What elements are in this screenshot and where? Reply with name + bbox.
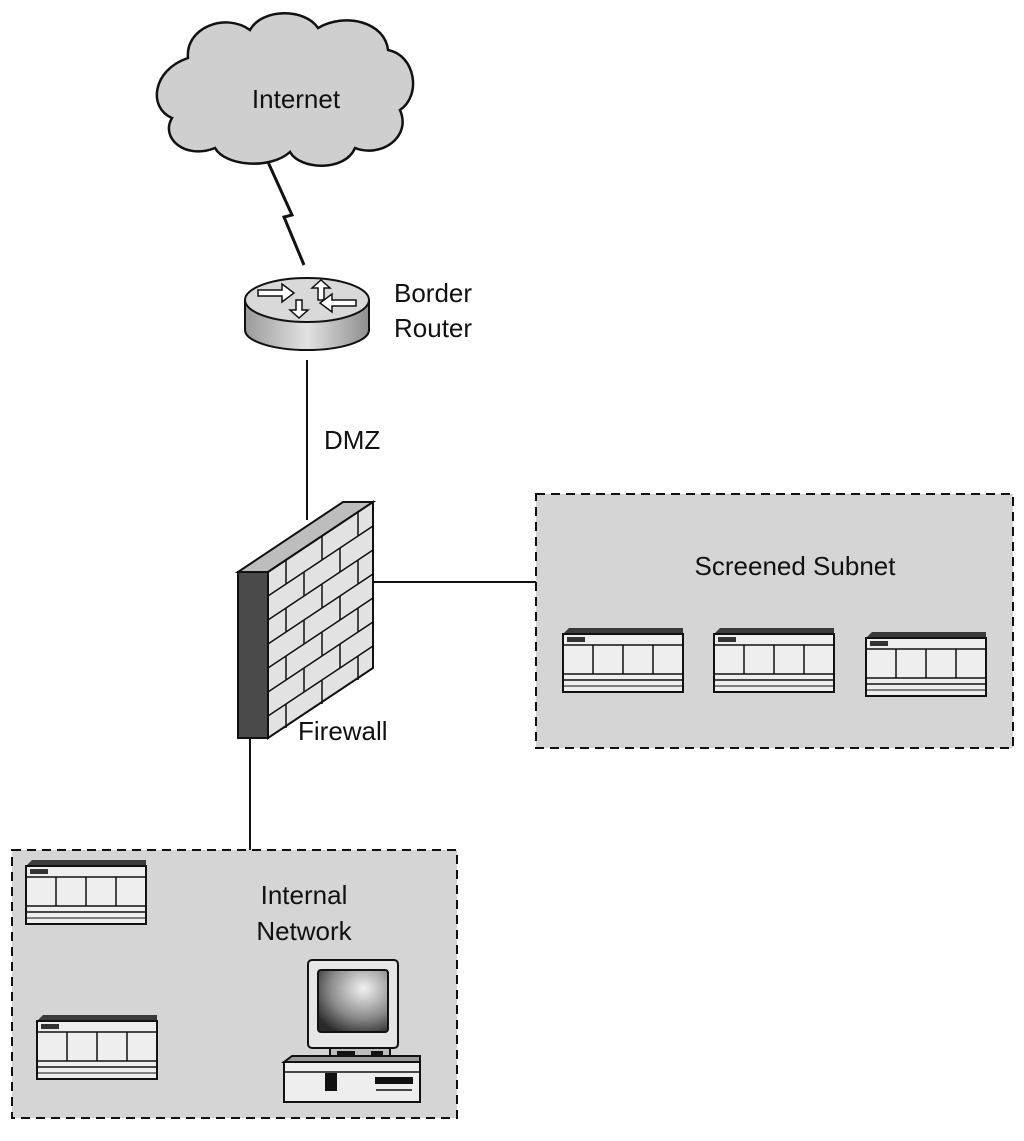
server-icon xyxy=(713,627,835,693)
internet-label: Internet xyxy=(252,84,341,114)
internal-network-label-line2: Network xyxy=(256,916,352,946)
workstation-icon xyxy=(281,959,421,1103)
screened-subnet-zone: Screened Subnet xyxy=(535,493,1014,749)
connections xyxy=(249,161,536,850)
border-router-label-line1: Border xyxy=(394,278,472,308)
internal-network-label-line1: Internal xyxy=(261,880,348,910)
server-icon xyxy=(562,627,684,693)
router-icon xyxy=(244,277,370,351)
firewall-label: Firewall xyxy=(298,716,388,746)
internal-network-zone: Internal Network xyxy=(11,849,458,1119)
server-icon xyxy=(25,859,147,925)
screened-subnet-label: Screened Subnet xyxy=(695,551,897,581)
border-router-label-line2: Router xyxy=(394,313,472,343)
internet-link-zigzag xyxy=(266,161,306,266)
server-icon xyxy=(865,631,987,697)
dmz-label: DMZ xyxy=(324,425,380,455)
cloud-icon xyxy=(155,12,415,167)
server-icon xyxy=(36,1014,158,1080)
firewall-icon xyxy=(234,500,377,740)
